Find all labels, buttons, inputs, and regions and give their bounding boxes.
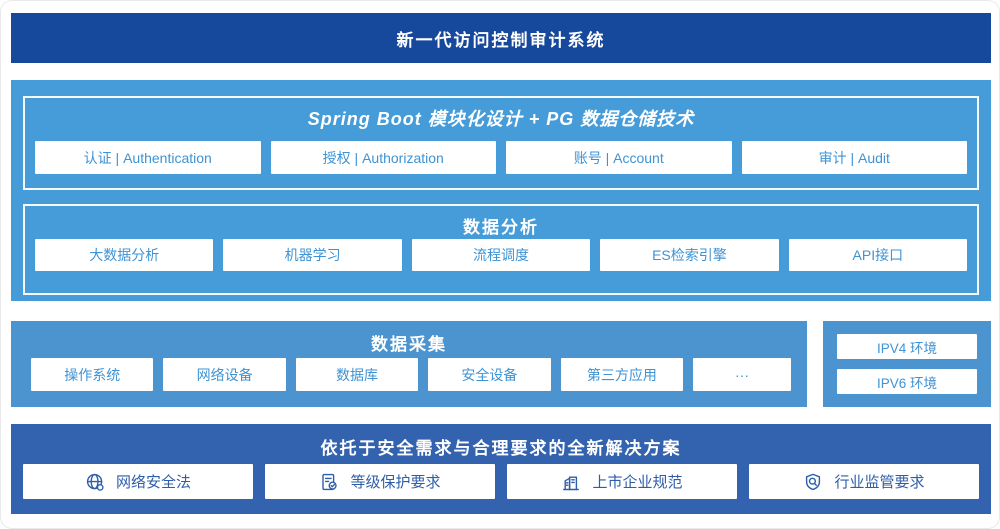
spring-boot-group: Spring Boot 模块化设计 + PG 数据仓储技术 认证 | Authe… bbox=[23, 96, 979, 190]
box-security-device: 安全设备 bbox=[428, 358, 551, 391]
box-authorization: 授权 | Authorization bbox=[270, 141, 496, 174]
box-big-data-analysis: 大数据分析 bbox=[35, 239, 214, 271]
banner: 新一代访问控制审计系统 bbox=[11, 13, 991, 63]
box-account: 账号 | Account bbox=[506, 141, 732, 174]
box-authentication: 认证 | Authentication bbox=[35, 141, 261, 174]
building-icon bbox=[563, 476, 580, 490]
data-collection-row: 操作系统 网络设备 数据库 安全设备 第三方应用 ··· bbox=[11, 358, 807, 391]
solution-title: 依托于安全需求与合理要求的全新解决方案 bbox=[320, 439, 682, 458]
shield-search-icon bbox=[806, 473, 821, 490]
environment-section: IPV4 环境 IPV6 环境 bbox=[823, 321, 991, 407]
box-network-device: 网络设备 bbox=[163, 358, 286, 391]
box-third-party-app: 第三方应用 bbox=[560, 358, 684, 391]
data-collection-title: 数据采集 bbox=[371, 335, 447, 354]
globe-icon bbox=[86, 473, 104, 491]
solution-label: 网络安全法 bbox=[115, 474, 191, 491]
platform-section: Spring Boot 模块化设计 + PG 数据仓储技术 认证 | Authe… bbox=[11, 80, 991, 301]
data-analysis-group: 数据分析 大数据分析 机器学习 流程调度 ES检索引擎 API接口 bbox=[23, 204, 979, 295]
data-analysis-row: 大数据分析 机器学习 流程调度 ES检索引擎 API接口 bbox=[25, 239, 977, 271]
box-database: 数据库 bbox=[295, 358, 419, 391]
solution-label: 等级保护要求 bbox=[350, 474, 441, 491]
box-classified-protection: 等级保护要求 bbox=[265, 464, 495, 499]
solution-section: 依托于安全需求与合理要求的全新解决方案 网络安全法 等级保护要求 bbox=[11, 424, 991, 514]
box-api-interface: API接口 bbox=[788, 239, 968, 271]
box-ipv6: IPV6 环境 bbox=[837, 369, 977, 394]
box-ipv4: IPV4 环境 bbox=[837, 334, 977, 359]
box-machine-learning: 机器学习 bbox=[223, 239, 402, 271]
document-check-icon bbox=[322, 473, 338, 490]
data-collection-section: 数据采集 操作系统 网络设备 数据库 安全设备 第三方应用 ··· bbox=[11, 321, 807, 407]
spring-boot-row: 认证 | Authentication 授权 | Authorization 账… bbox=[25, 141, 977, 174]
box-operating-system: 操作系统 bbox=[31, 358, 154, 391]
data-analysis-title: 数据分析 bbox=[463, 218, 539, 237]
box-industry-regulation: 行业监管要求 bbox=[749, 464, 979, 499]
solution-row: 网络安全法 等级保护要求 上市企业规范 bbox=[11, 464, 991, 499]
solution-label: 行业监管要求 bbox=[834, 474, 925, 491]
box-audit: 审计 | Audit bbox=[741, 141, 967, 174]
spring-boot-title: Spring Boot 模块化设计 + PG 数据仓储技术 bbox=[307, 109, 695, 129]
solution-label: 上市企业规范 bbox=[592, 474, 683, 491]
box-listed-company: 上市企业规范 bbox=[507, 464, 737, 499]
box-es-search-engine: ES检索引擎 bbox=[600, 239, 779, 271]
box-cyber-security-law: 网络安全法 bbox=[23, 464, 253, 499]
box-more-ellipsis: ··· bbox=[693, 358, 791, 391]
page-title: 新一代访问控制审计系统 bbox=[396, 30, 606, 50]
box-workflow-scheduling: 流程调度 bbox=[411, 239, 591, 271]
